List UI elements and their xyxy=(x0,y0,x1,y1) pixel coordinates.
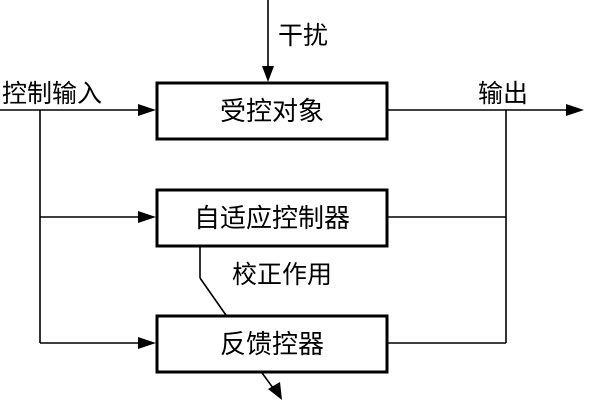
plant-label: 受控对象 xyxy=(220,97,324,127)
disturbance-arrowhead xyxy=(262,66,274,82)
disturbance-label: 干扰 xyxy=(278,21,328,50)
correction-line-diagonal xyxy=(199,277,229,319)
feedback-controller-label: 反馈控器 xyxy=(220,330,324,360)
input-to-feedback-arrowhead xyxy=(138,337,156,349)
input-to-adaptive-arrowhead xyxy=(138,211,156,223)
output-arrowhead xyxy=(566,104,584,116)
correction-label: 校正作用 xyxy=(232,260,332,289)
control-input-arrowhead xyxy=(138,104,156,116)
control-input-label: 控制输入 xyxy=(2,79,102,108)
feedback-controller-block xyxy=(155,314,389,374)
output-label: 输出 xyxy=(478,79,528,108)
adaptive-controller-block xyxy=(155,188,389,248)
adjust-arrowhead xyxy=(268,382,282,400)
adaptive-controller-label: 自适应控制器 xyxy=(194,204,350,234)
plant-block xyxy=(155,81,389,141)
